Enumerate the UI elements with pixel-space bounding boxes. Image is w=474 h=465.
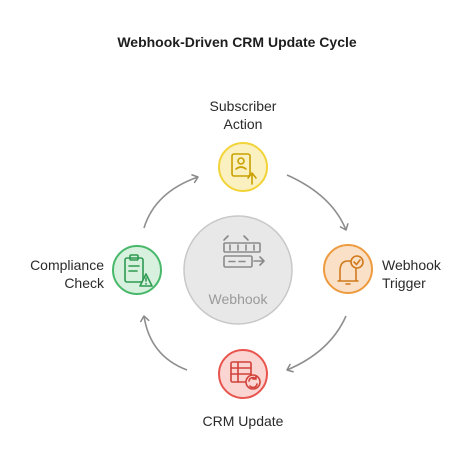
arrow-trigger-to-crm (286, 315, 347, 373)
webhook-code-icon (223, 235, 265, 268)
bell-check-icon (337, 255, 364, 285)
arrow-compliance-to-subscriber (143, 174, 199, 229)
table-refresh-icon (230, 361, 261, 390)
webhook-trigger-line1: Webhook (382, 257, 441, 273)
clipboard-warning-icon (124, 254, 153, 287)
webhook-trigger-label: Webhook Trigger (382, 256, 462, 292)
compliance-check-label: Compliance Check (10, 256, 104, 292)
arrow-subscriber-to-trigger (286, 174, 349, 231)
center-webhook-node: Webhook (183, 215, 293, 325)
webhook-trigger-line2: Trigger (382, 275, 426, 291)
crm-update-label: CRM Update (183, 412, 303, 430)
arrow-crm-to-compliance (140, 315, 188, 371)
crm-update-line1: CRM Update (202, 413, 284, 429)
node-subscriber-action (218, 142, 268, 192)
node-webhook-trigger (323, 244, 373, 294)
subscriber-action-label: Subscriber Action (193, 97, 293, 133)
compliance-check-line1: Compliance (30, 257, 104, 273)
subscriber-action-line1: Subscriber (209, 98, 277, 114)
node-compliance-check (112, 245, 162, 295)
user-upload-icon (231, 153, 257, 185)
subscriber-action-line2: Action (223, 116, 263, 132)
compliance-check-line2: Check (64, 275, 104, 291)
diagram-title: Webhook-Driven CRM Update Cycle (117, 34, 357, 50)
node-crm-update (218, 349, 268, 399)
center-label: Webhook (209, 291, 269, 307)
